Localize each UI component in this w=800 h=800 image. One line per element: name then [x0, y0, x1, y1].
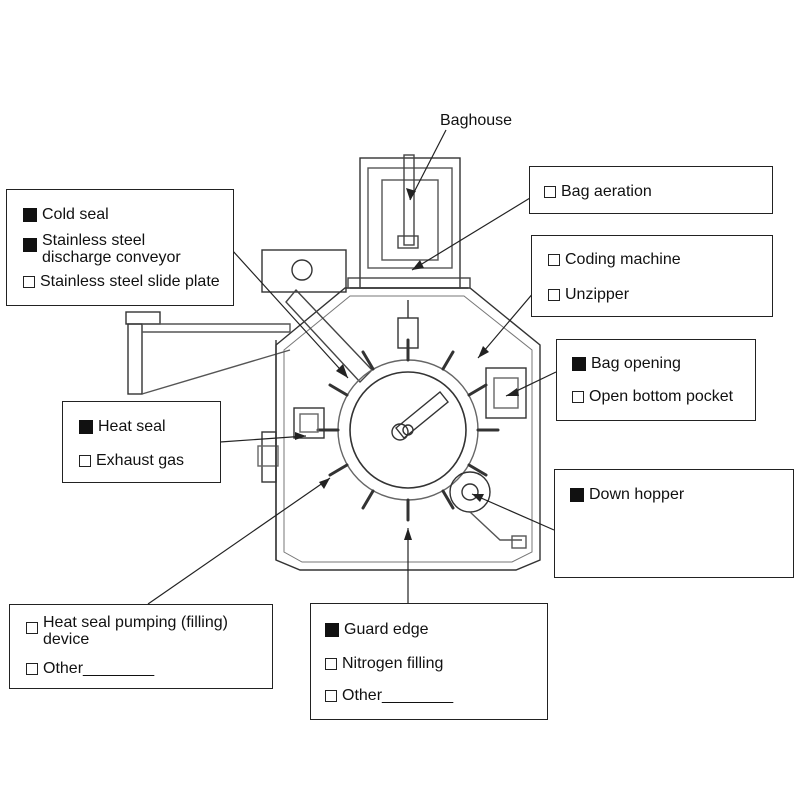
option-exhaust-gas[interactable]: Exhaust gas [79, 452, 184, 469]
box-pumping-device-group: Heat seal pumping (filling) device Other… [9, 604, 273, 689]
option-label: Bag opening [591, 355, 681, 372]
arrow-heads [295, 188, 519, 540]
checkbox-icon[interactable] [79, 455, 91, 467]
option-slide-plate[interactable]: Stainless steel slide plate [23, 273, 220, 290]
box-bag-opening-group: Bag opening Open bottom pocket [556, 339, 756, 421]
box-heat-seal-group: Heat seal Exhaust gas [62, 401, 221, 483]
option-label: Cold seal [42, 206, 109, 223]
option-other[interactable]: Other________ [325, 687, 453, 704]
option-label: Other________ [342, 687, 454, 704]
box-cold-seal-group: Cold seal Stainless steel discharge conv… [6, 189, 234, 306]
option-label: Unzipper [565, 286, 630, 303]
option-label: Heat seal [98, 418, 166, 435]
box-coding-group: Coding machine Unzipper [531, 235, 773, 317]
option-label: Stainless steel slide plate [40, 273, 220, 290]
leader-lines [147, 129, 557, 605]
checkbox-checked-icon[interactable] [325, 623, 339, 637]
option-nitrogen-filling[interactable]: Nitrogen filling [325, 655, 443, 672]
box-bag-aeration: Bag aeration [529, 166, 773, 214]
checkbox-checked-icon[interactable] [570, 488, 584, 502]
checkbox-icon[interactable] [26, 622, 38, 634]
option-label: Guard edge [344, 621, 429, 638]
option-discharge-conveyor[interactable]: Stainless steel discharge conveyor [23, 232, 218, 266]
checkbox-icon[interactable] [548, 254, 560, 266]
option-label: Other________ [43, 660, 155, 677]
option-label: Exhaust gas [96, 452, 185, 469]
option-heat-seal[interactable]: Heat seal [79, 418, 166, 435]
checkbox-icon[interactable] [23, 276, 35, 288]
option-label: Nitrogen filling [342, 655, 444, 672]
option-coding-machine[interactable]: Coding machine [548, 251, 681, 268]
checkbox-icon[interactable] [26, 663, 38, 675]
checkbox-checked-icon[interactable] [23, 208, 37, 222]
option-label: Bag aeration [561, 183, 652, 200]
option-label: Stainless steel discharge conveyor [42, 232, 181, 266]
checkbox-icon[interactable] [325, 690, 337, 702]
box-guard-edge-group: Guard edge Nitrogen filling Other_______… [310, 603, 548, 720]
checkbox-icon[interactable] [572, 391, 584, 403]
down-hopper [449, 471, 491, 513]
option-down-hopper[interactable]: Down hopper [570, 486, 684, 503]
option-bag-aeration[interactable]: Bag aeration [544, 183, 652, 200]
option-label: Open bottom pocket [589, 388, 734, 405]
option-cold-seal[interactable]: Cold seal [23, 206, 109, 223]
checkbox-checked-icon[interactable] [23, 238, 37, 252]
option-open-bottom-pocket[interactable]: Open bottom pocket [572, 388, 733, 405]
checkbox-checked-icon[interactable] [572, 357, 586, 371]
checkbox-icon[interactable] [325, 658, 337, 670]
option-guard-edge[interactable]: Guard edge [325, 621, 429, 638]
motor-box [261, 249, 347, 293]
option-label: Down hopper [589, 486, 685, 503]
option-other[interactable]: Other________ [26, 660, 154, 677]
baghouse-label: Baghouse [440, 112, 513, 129]
option-label: Heat seal pumping (filling) device [43, 614, 228, 648]
checkbox-icon[interactable] [544, 186, 556, 198]
option-unzipper[interactable]: Unzipper [548, 286, 629, 303]
option-bag-opening[interactable]: Bag opening [572, 355, 681, 372]
turntable [349, 371, 467, 489]
box-down-hopper: Down hopper [554, 469, 794, 578]
checkbox-icon[interactable] [548, 289, 560, 301]
option-label: Coding machine [565, 251, 681, 268]
option-heat-seal-pumping[interactable]: Heat seal pumping (filling) device [26, 614, 266, 648]
checkbox-checked-icon[interactable] [79, 420, 93, 434]
